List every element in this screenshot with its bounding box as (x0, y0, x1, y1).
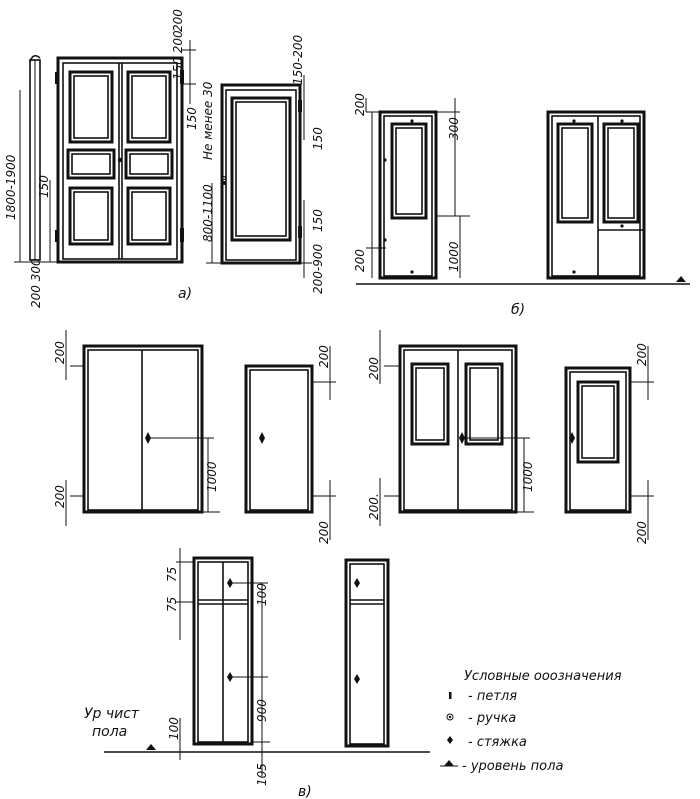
dim-a-150-r1: 150 (311, 127, 325, 150)
narrow-double-door-c (192, 556, 254, 746)
glazed-single-door (564, 366, 632, 514)
dim-g-1000: 1000 (521, 461, 535, 492)
dim-c-100-top: 100 (255, 583, 269, 606)
glazed-double-door (398, 344, 518, 514)
dim-s-200-top: 200 (317, 345, 331, 368)
section-c-dimensions: 75 75 100 900 100 105 Ур чист пола в) (84, 567, 312, 799)
dim-a-200-900: 200-900 (311, 243, 325, 294)
plain-double-door (82, 344, 204, 514)
section-c-drawings (104, 548, 430, 776)
middle-row-dimensions: 200 200 1000 200 200 200 200. 1000 200 2… (53, 341, 649, 544)
dim-g-200-bot: 200. (367, 493, 381, 520)
floor-label-line1: Ур чист (84, 706, 140, 722)
hinge-icon (449, 692, 452, 699)
legend-hinge: - петля (468, 689, 517, 704)
dim-a-1800-1900: 1800-1900 (4, 154, 18, 220)
dim-b-1000: 1000 (447, 241, 461, 272)
glazed-door-b-single (378, 110, 438, 280)
dim-b-200-bot: 200 (353, 249, 367, 272)
narrow-single-door-c (344, 558, 390, 748)
dim-c-105: 105 (255, 763, 269, 786)
section-b-drawings (356, 98, 690, 285)
dim-h-200-top: 200 (635, 343, 649, 366)
dim-l-200-top: 200 (53, 341, 67, 364)
dim-a-150-left: 150 (37, 175, 51, 198)
dim-s-200-bot: 200 (317, 521, 331, 544)
section-a-dimensions: 200 150 200 1800-1900 150 200 300 150 Не… (4, 9, 325, 308)
dim-a-150-200b: 150-200 (291, 34, 305, 85)
section-a-drawings (14, 40, 312, 278)
dim-l-1000: 1000 (205, 461, 219, 492)
legend-floor: - уровень пола (462, 759, 563, 774)
dim-g-200-top: 200 (367, 357, 381, 380)
glazed-door-b-double (546, 110, 646, 280)
middle-row-drawings (65, 330, 654, 540)
section-label-b: б) (511, 302, 525, 318)
legend-tie: - стяжка (468, 735, 527, 750)
dim-a-200-top: 200 (171, 9, 185, 32)
dim-b-200-top: 200 (353, 93, 367, 116)
dim-c-100-bot: 100 (167, 717, 181, 740)
floor-label-line2: пола (92, 724, 127, 740)
dim-a-150-200: 150 200 (171, 30, 185, 80)
legend: Условные ооозначения - петля - ручка - с… (440, 669, 622, 774)
section-label-c: в) (298, 784, 312, 799)
legend-handle: - ручка (468, 711, 516, 726)
dim-a-150-r2: 150 (311, 209, 325, 232)
floor-level-icon (440, 760, 458, 767)
dim-a-800-1100: 800-1100 (201, 184, 215, 242)
dim-a-not-less: Не менее 30 (201, 81, 215, 160)
handle-icon (446, 713, 454, 721)
dim-b-300: 300 (447, 117, 461, 140)
dim-a-150-mid: 150 (185, 107, 199, 130)
dim-l-200-bot: 200 (53, 485, 67, 508)
dim-c-75b: 75 (165, 597, 179, 612)
section-b-dimensions: 200 300 1000 200 б) (353, 93, 525, 318)
dim-c-75a: 75 (165, 567, 179, 582)
plain-single-door (244, 364, 314, 514)
legend-title: Условные ооозначения (464, 669, 622, 684)
tie-icon (447, 736, 453, 744)
dim-a-200-300: 200 300 (29, 258, 43, 308)
dim-h-200-bot: 200 (635, 521, 649, 544)
double-door-frame (56, 56, 184, 264)
dim-c-900: 900 (255, 699, 269, 722)
section-label-a: a) (178, 286, 192, 302)
